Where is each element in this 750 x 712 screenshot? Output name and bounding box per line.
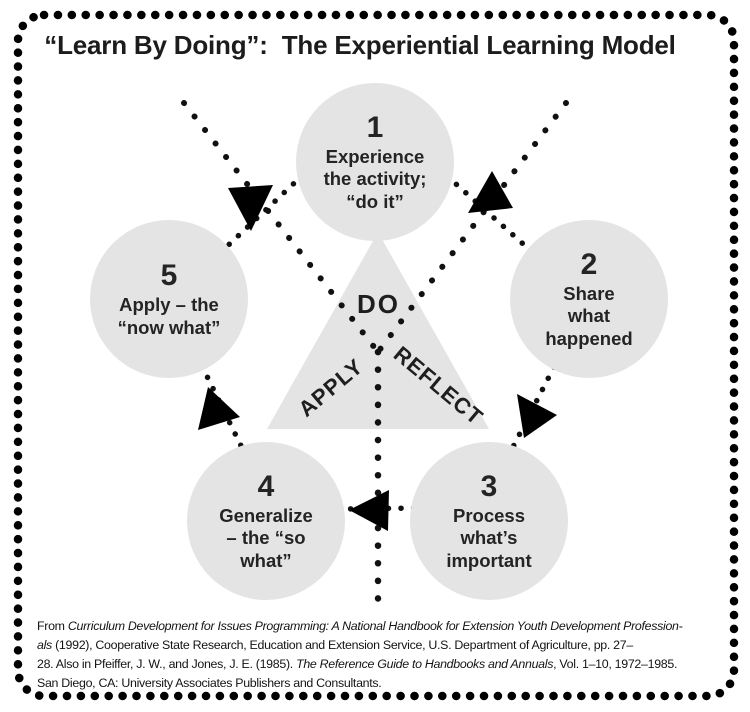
step-number: 3	[480, 469, 498, 503]
citation-text: 28. Also in Pfeiffer, J. W., and Jones, …	[37, 657, 297, 671]
step-label-line: Process	[453, 504, 525, 526]
citation-line: San Diego, CA: University Associates Pub…	[37, 674, 682, 693]
step-circle-3: 3 Process what’s important	[410, 442, 568, 600]
step-label-line: what”	[240, 549, 292, 571]
arrow-left-icon	[198, 387, 240, 430]
step-label-line: important	[446, 549, 532, 571]
citation-text: From	[37, 619, 68, 633]
dotted-line-diagonal-left	[181, 100, 381, 355]
citation-text: San Diego, CA: University Associates Pub…	[37, 676, 382, 690]
step-label-line: what	[567, 305, 611, 327]
step-label-line: “now what”	[117, 316, 221, 338]
step-circle-1: 1 Experience the activity; “do it”	[296, 83, 454, 241]
citation-text-italic: Curriculum Development for Issues Progra…	[67, 619, 683, 633]
dotted-connector-5-to-1	[217, 170, 308, 256]
step-label-line: what’s	[460, 527, 518, 549]
step-label-line: – the “so	[226, 527, 306, 549]
step-label-line: happened	[545, 327, 633, 349]
center-triangle-shape	[267, 232, 489, 429]
step-label-line: “do it”	[346, 190, 404, 212]
arrow-top-left-icon	[228, 185, 273, 231]
step-number: 5	[160, 258, 178, 292]
citation-text: , Vol. 1–10, 1972–1985.	[553, 657, 678, 671]
citation-line: From Curriculum Development for Issues P…	[37, 617, 683, 636]
dotted-line-diagonal-right	[375, 100, 569, 355]
citation-line: als (1992), Cooperative State Research, …	[37, 636, 682, 655]
triangle-label-do: DO	[357, 289, 400, 319]
citation-text-italic: The Reference Guide to Handbooks and Ann…	[296, 657, 554, 671]
dotted-border	[13, 10, 739, 701]
step-number: 4	[257, 469, 275, 503]
arrow-bottom-icon	[349, 490, 389, 531]
citation-line: 28. Also in Pfeiffer, J. W., and Jones, …	[37, 655, 682, 674]
arrow-right-icon	[517, 394, 557, 438]
step-circle-2: 2 Share what happened	[510, 220, 668, 378]
step-number: 2	[580, 247, 598, 281]
step-circle-4: 4 Generalize – the “so what”	[187, 442, 345, 600]
step-label-line: Generalize	[219, 504, 313, 526]
step-label-line: Share	[563, 282, 615, 304]
step-circle-5: 5 Apply – the “now what”	[90, 220, 248, 378]
citation-text-italic: als	[37, 638, 52, 652]
arrow-top-right-icon	[468, 171, 513, 213]
diagram-title: “Learn By Doing”: The Experiential Learn…	[44, 30, 676, 60]
step-label-line: the activity;	[323, 168, 427, 190]
step-label-line: Apply – the	[119, 293, 219, 315]
citation-text: (1992), Cooperative State Research, Educ…	[51, 638, 633, 652]
step-number: 1	[366, 110, 384, 144]
dotted-connector-2-to-3	[509, 364, 557, 452]
step-label-line: Experience	[325, 145, 425, 167]
citation: From Curriculum Development for Issues P…	[37, 617, 683, 693]
